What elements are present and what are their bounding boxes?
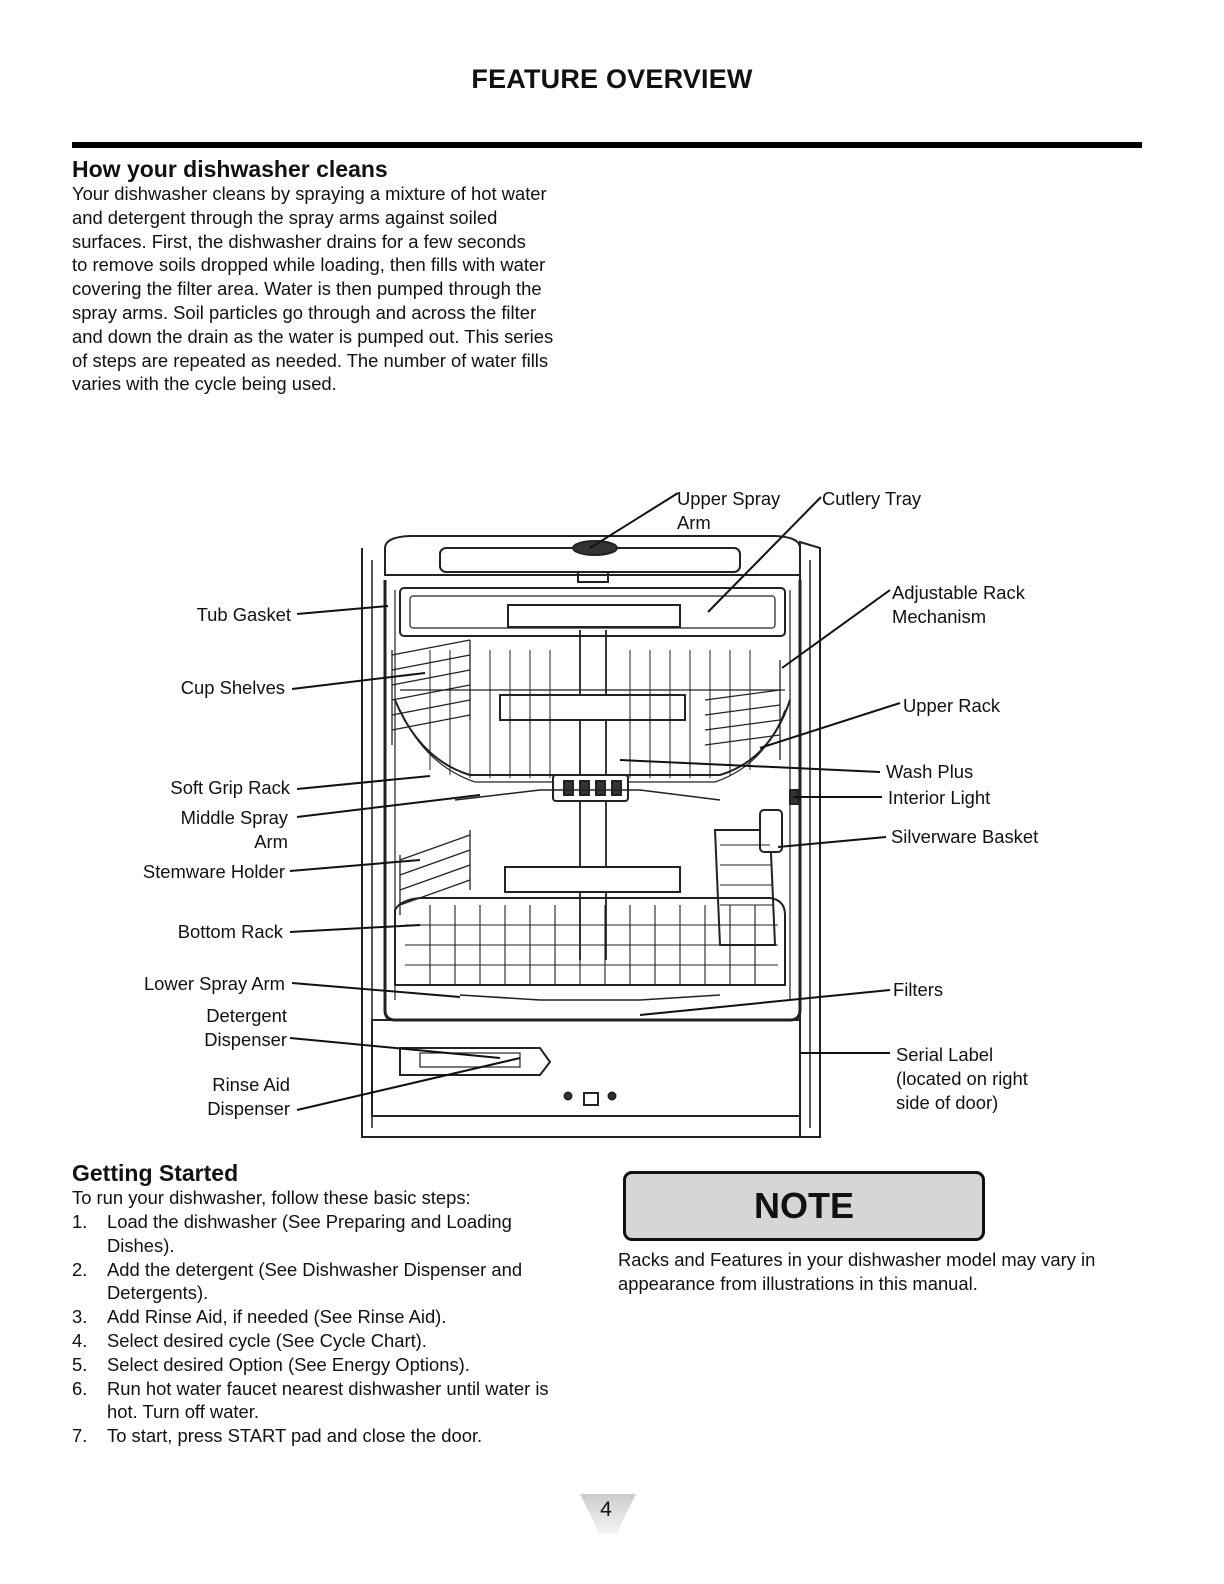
page-title: FEATURE OVERVIEW bbox=[471, 64, 753, 94]
getting-started-intro: To run your dishwasher, follow these bas… bbox=[72, 1187, 471, 1208]
upper-rack bbox=[391, 639, 791, 783]
getting-started-heading: Getting Started bbox=[72, 1160, 239, 1186]
intro-line: and detergent through the spray arms aga… bbox=[72, 206, 498, 228]
intro-line: varies with the cycle being used. bbox=[72, 373, 337, 395]
label-stemware-holder: Stemware Holder bbox=[143, 861, 285, 882]
step-line: hot. Turn off water. bbox=[107, 1401, 259, 1423]
note-line: appearance from illustrations in this ma… bbox=[618, 1272, 978, 1294]
leader-adjustable-rack bbox=[781, 589, 891, 669]
step-line: To start, press START pad and close the … bbox=[107, 1425, 483, 1447]
step-number: 2. bbox=[72, 1258, 88, 1280]
note-text: Racks and Features in your dishwasher mo… bbox=[618, 1248, 1158, 1296]
label-middle-spray-arm-1: Middle Spray bbox=[181, 807, 289, 828]
label-cutlery-tray: Cutlery Tray bbox=[822, 488, 922, 509]
upper-spray-arm bbox=[572, 540, 618, 583]
step-item: 4. Select desired cycle (See Cycle Chart… bbox=[72, 1329, 612, 1353]
label-upper-spray-arm-1: Upper Spray bbox=[677, 488, 781, 509]
cutlery-tray bbox=[399, 587, 786, 637]
top-cap bbox=[384, 535, 801, 576]
leader-wash-plus bbox=[619, 759, 881, 773]
steps-list: 1. Load the dishwasher (See Preparing an… bbox=[72, 1210, 612, 1448]
door-panel bbox=[371, 1019, 801, 1117]
label-wash-plus: Wash Plus bbox=[886, 761, 973, 782]
intro-line: and down the drain as the water is pumpe… bbox=[72, 325, 554, 347]
label-serial-label-2: (located on right bbox=[896, 1068, 1028, 1089]
step-line: Select desired Option (See Energy Option… bbox=[107, 1353, 470, 1375]
intro-paragraph: Your dishwasher cleans by spraying a mix… bbox=[72, 182, 602, 396]
step-item: 6. Run hot water faucet nearest dishwash… bbox=[72, 1377, 612, 1425]
leader-bottom-rack bbox=[289, 924, 421, 933]
leader-detergent-dispenser bbox=[289, 1037, 501, 1059]
step-item: 5. Select desired Option (See Energy Opt… bbox=[72, 1353, 612, 1377]
label-serial-label-1: Serial Label bbox=[896, 1044, 993, 1065]
leader-stemware-holder bbox=[289, 859, 421, 872]
step-line: Load the dishwasher (See Preparing and L… bbox=[107, 1211, 512, 1232]
step-line: Add Rinse Aid, if needed (See Rinse Aid)… bbox=[107, 1306, 447, 1328]
stemware-holder bbox=[399, 830, 471, 915]
intro-heading: How your dishwasher cleans bbox=[72, 156, 388, 182]
label-bottom-rack: Bottom Rack bbox=[178, 921, 284, 942]
title-divider bbox=[72, 142, 1142, 148]
step-line: Select desired cycle (See Cycle Chart). bbox=[107, 1329, 427, 1351]
label-cup-shelves: Cup Shelves bbox=[181, 677, 285, 698]
step-number: 7. bbox=[72, 1425, 88, 1447]
intro-line: spray arms. Soil particles go through an… bbox=[72, 301, 537, 323]
step-item: 1. Load the dishwasher (See Preparing an… bbox=[72, 1210, 612, 1258]
leader-middle-spray-arm bbox=[296, 794, 481, 818]
label-adjustable-rack-2: Mechanism bbox=[892, 606, 986, 627]
leader-tub-gasket bbox=[296, 605, 389, 615]
intro-line: of steps are repeated as needed. The num… bbox=[72, 349, 549, 371]
intro-line: Your dishwasher cleans by spraying a mix… bbox=[72, 183, 547, 204]
label-lower-spray-arm: Lower Spray Arm bbox=[144, 973, 285, 994]
step-line: Run hot water faucet nearest dishwasher … bbox=[107, 1377, 549, 1399]
label-serial-label-3: side of door) bbox=[896, 1092, 998, 1113]
leader-upper-rack bbox=[759, 702, 901, 749]
label-upper-rack: Upper Rack bbox=[903, 695, 1001, 716]
intro-line: surfaces. First, the dishwasher drains f… bbox=[72, 230, 526, 252]
step-item: 7. To start, press START pad and close t… bbox=[72, 1424, 612, 1448]
step-item: 3. Add Rinse Aid, if needed (See Rinse A… bbox=[72, 1305, 612, 1329]
leader-silverware-basket bbox=[777, 836, 887, 848]
leader-soft-grip-rack bbox=[296, 775, 431, 790]
note-line: Racks and Features in your dishwasher mo… bbox=[618, 1249, 1096, 1270]
step-line: Dishes). bbox=[107, 1234, 175, 1256]
wash-plus-nozzles bbox=[552, 774, 629, 802]
label-tub-gasket: Tub Gasket bbox=[197, 604, 291, 625]
label-filters: Filters bbox=[893, 979, 943, 1000]
leader-filters bbox=[639, 989, 891, 1016]
label-adjustable-rack-1: Adjustable Rack bbox=[892, 582, 1026, 603]
intro-line: to remove soils dropped while loading, t… bbox=[72, 254, 546, 276]
leader-cup-shelves bbox=[291, 672, 426, 690]
label-detergent-dispenser-1: Detergent bbox=[206, 1005, 287, 1026]
lower-spray-arm bbox=[459, 994, 721, 1001]
label-interior-light: Interior Light bbox=[888, 787, 990, 808]
label-middle-spray-arm-2: Arm bbox=[254, 831, 288, 852]
page-number: 4 bbox=[600, 1498, 612, 1521]
label-detergent-dispenser-2: Dispenser bbox=[204, 1029, 287, 1050]
leader-cutlery-tray bbox=[707, 496, 822, 613]
leader-rinse-aid-dispenser bbox=[296, 1057, 521, 1111]
step-number: 5. bbox=[72, 1353, 88, 1375]
label-rinse-aid-dispenser-1: Rinse Aid bbox=[212, 1074, 290, 1095]
intro-line: covering the filter area. Water is then … bbox=[72, 278, 542, 300]
label-rinse-aid-dispenser-2: Dispenser bbox=[207, 1098, 290, 1119]
step-number: 3. bbox=[72, 1306, 88, 1328]
step-number: 1. bbox=[72, 1211, 88, 1232]
step-number: 6. bbox=[72, 1377, 88, 1399]
step-item: 2. Add the detergent (See Dishwasher Dis… bbox=[72, 1258, 612, 1306]
middle-spray-arm bbox=[454, 789, 721, 801]
step-line: Detergents). bbox=[107, 1282, 209, 1304]
bottom-rack bbox=[394, 866, 786, 986]
label-silverware-basket: Silverware Basket bbox=[891, 826, 1038, 847]
leader-lower-spray-arm bbox=[291, 982, 461, 998]
note-box: NOTE bbox=[623, 1171, 985, 1241]
leader-upper-spray-arm bbox=[589, 492, 679, 549]
label-soft-grip-rack: Soft Grip Rack bbox=[170, 777, 290, 798]
label-upper-spray-arm-2: Arm bbox=[677, 512, 711, 533]
step-line: Add the detergent (See Dishwasher Dispen… bbox=[107, 1258, 523, 1280]
step-number: 4. bbox=[72, 1329, 88, 1351]
